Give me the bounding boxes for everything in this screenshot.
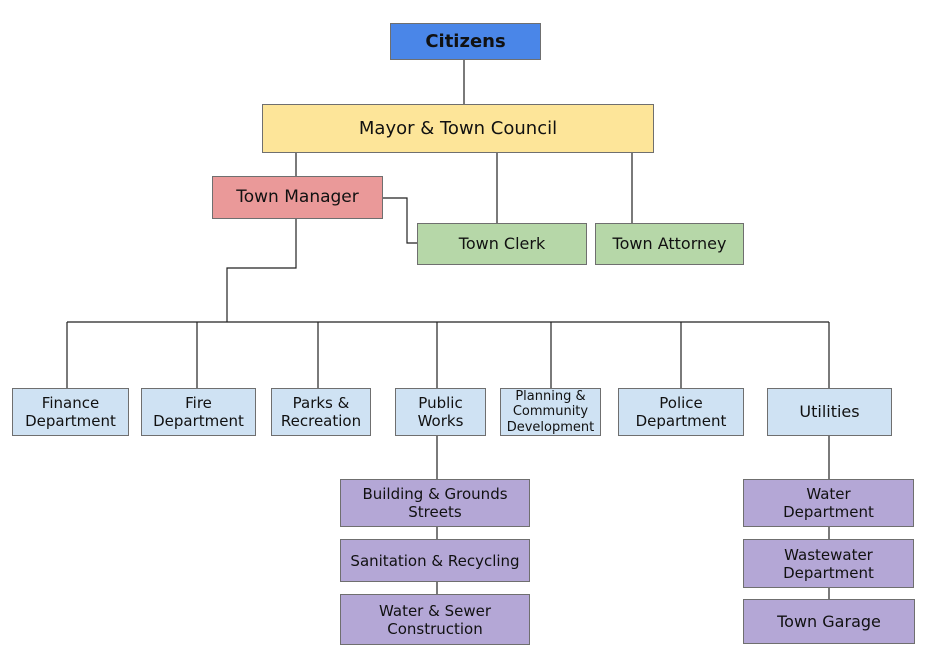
citizens-box: Citizens [390, 23, 541, 60]
parks-recreation-box: Parks & Recreation [271, 388, 371, 436]
fire-department-box: Fire Department [141, 388, 256, 436]
building-grounds-streets-box: Building & Grounds Streets [340, 479, 530, 527]
connector-line [226, 219, 297, 322]
town-clerk-box: Town Clerk [417, 223, 587, 265]
sanitation-recycling-box: Sanitation & Recycling [340, 539, 530, 582]
water-sewer-construction-box: Water & Sewer Construction [340, 594, 530, 645]
mayor-council-box: Mayor & Town Council [262, 104, 654, 153]
town-manager-box: Town Manager [212, 176, 383, 219]
connector-line [383, 197, 417, 244]
wastewater-department-box: Wastewater Department [743, 539, 914, 588]
finance-department-box: Finance Department [12, 388, 129, 436]
planning-community-development-box: Planning & Community Development [500, 388, 601, 436]
public-works-box: Public Works [395, 388, 486, 436]
utilities-box: Utilities [767, 388, 892, 436]
town-attorney-box: Town Attorney [595, 223, 744, 265]
police-department-box: Police Department [618, 388, 744, 436]
town-garage-box: Town Garage [743, 599, 915, 644]
water-department-box: Water Department [743, 479, 914, 527]
